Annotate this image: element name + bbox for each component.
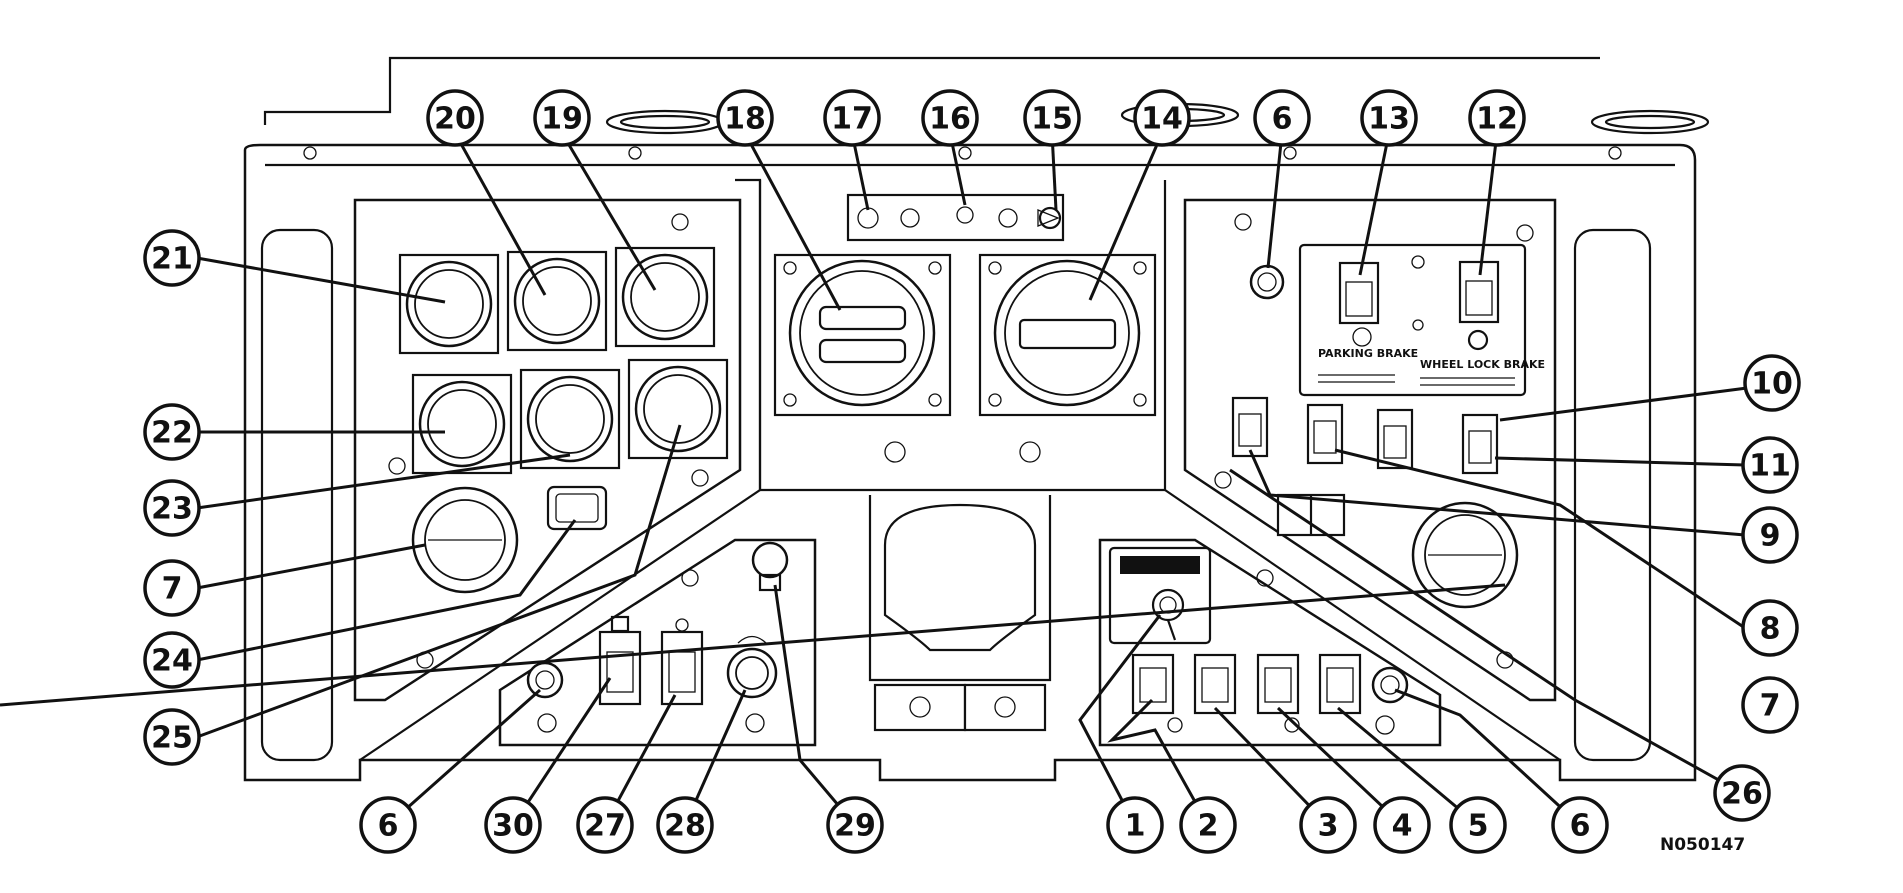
callout-30: 30	[484, 796, 542, 854]
svg-text:24: 24	[151, 644, 193, 679]
figure-code: N050147	[1660, 835, 1745, 855]
callout-4: 4	[1373, 796, 1431, 854]
svg-text:13: 13	[1368, 102, 1410, 137]
callout-3: 3	[1299, 796, 1357, 854]
callout-19: 19	[533, 89, 591, 147]
svg-text:11: 11	[1749, 449, 1791, 484]
svg-text:3: 3	[1318, 809, 1339, 844]
wheel-lock-brake-label: WHEEL LOCK BRAKE	[1420, 358, 1545, 371]
callout-1: 1	[1106, 796, 1164, 854]
callout-17: 17	[823, 89, 881, 147]
callout-27: 27	[576, 796, 634, 854]
parking-brake-label: PARKING BRAKE	[1318, 347, 1418, 360]
svg-text:22: 22	[151, 416, 193, 451]
svg-text:26: 26	[1721, 777, 1763, 812]
svg-text:19: 19	[541, 102, 583, 137]
svg-text:28: 28	[664, 809, 706, 844]
callout-14: 14	[1133, 89, 1191, 147]
callout-13: 13	[1360, 89, 1418, 147]
callout-bubbles: 20 19 18 17 16 15 14 6	[143, 89, 1801, 854]
svg-text:18: 18	[724, 102, 766, 137]
svg-text:30: 30	[492, 809, 534, 844]
callout-23: 23	[143, 479, 201, 537]
svg-text:17: 17	[831, 102, 873, 137]
svg-text:7: 7	[1760, 689, 1781, 724]
svg-text:6: 6	[1272, 102, 1293, 137]
lower-left-switch-panel	[498, 538, 817, 747]
callout-6-bottom-right: 6	[1551, 796, 1609, 854]
callout-28: 28	[656, 796, 714, 854]
callout-7-left: 7	[143, 559, 201, 617]
callout-20: 20	[426, 89, 484, 147]
svg-text:29: 29	[834, 809, 876, 844]
svg-text:10: 10	[1751, 367, 1793, 402]
svg-text:20: 20	[434, 102, 476, 137]
right-cluster: PARKING BRAKE WHEEL LOCK BRAKE	[1183, 198, 1557, 702]
callout-12: 12	[1468, 89, 1526, 147]
callout-11: 11	[1741, 436, 1799, 494]
svg-text:5: 5	[1468, 809, 1489, 844]
svg-text:14: 14	[1141, 102, 1183, 137]
center-cluster	[773, 193, 1157, 463]
svg-text:21: 21	[151, 242, 193, 277]
callout-2: 2	[1179, 796, 1237, 854]
callout-10: 10	[1743, 354, 1801, 412]
callout-21: 21	[143, 229, 201, 287]
callout-16: 16	[921, 89, 979, 147]
svg-text:27: 27	[584, 809, 626, 844]
callout-24: 24	[143, 631, 201, 689]
lower-right-switch-panel	[1098, 538, 1442, 747]
svg-text:15: 15	[1031, 102, 1073, 137]
callout-26: 26	[1713, 764, 1771, 822]
callout-22: 22	[143, 403, 201, 461]
svg-text:1: 1	[1125, 809, 1146, 844]
callout-29: 29	[826, 796, 884, 854]
svg-text:12: 12	[1476, 102, 1518, 137]
leader-lines	[0, 132, 1748, 827]
callout-7-right: 7	[1741, 676, 1799, 734]
callout-6-top: 6	[1253, 89, 1311, 147]
callout-18: 18	[716, 89, 774, 147]
svg-text:16: 16	[929, 102, 971, 137]
svg-text:7: 7	[162, 572, 183, 607]
callout-15: 15	[1023, 89, 1081, 147]
svg-text:4: 4	[1392, 809, 1413, 844]
callout-9: 9	[1741, 506, 1799, 564]
svg-text:8: 8	[1760, 612, 1781, 647]
svg-text:25: 25	[151, 721, 193, 756]
left-gauge-cluster	[353, 198, 742, 702]
svg-text:6: 6	[1570, 809, 1591, 844]
callout-25: 25	[143, 708, 201, 766]
svg-text:6: 6	[378, 809, 399, 844]
callout-6-bottom-left: 6	[359, 796, 417, 854]
svg-text:9: 9	[1760, 519, 1781, 554]
svg-text:2: 2	[1198, 809, 1219, 844]
callout-8: 8	[1741, 599, 1799, 657]
svg-text:23: 23	[151, 492, 193, 527]
callout-5: 5	[1449, 796, 1507, 854]
